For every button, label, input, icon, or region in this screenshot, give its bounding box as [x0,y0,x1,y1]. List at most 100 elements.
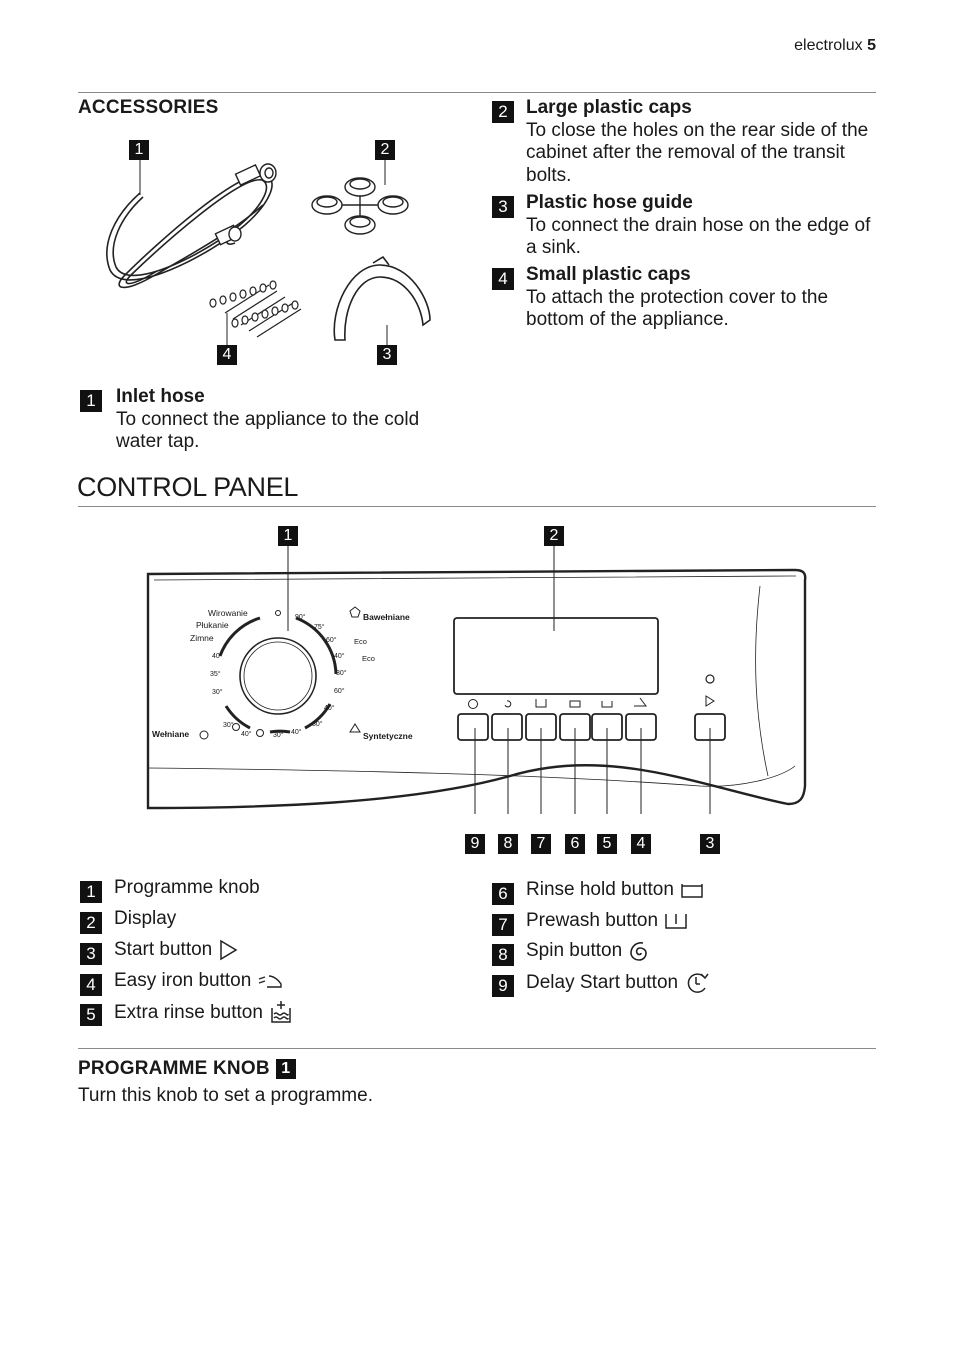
dial-label-welniane: Wełniane [152,729,190,739]
item-title: Inlet hose [116,386,205,407]
control-panel-figure: Wirowanie Płukanie Zimne 90° 75° 60° Eco… [140,546,815,814]
dial-label-40c: 40° [324,705,335,712]
legend-number-badge: 4 [80,974,102,996]
figure-callout-2: 2 [375,140,395,160]
programme-knob-heading-text: PROGRAMME KNOB [78,1058,270,1079]
rinse-hold-icon [681,884,703,898]
legend-item-easy-iron-button: 4 Easy iron button [80,970,283,996]
control-panel-illustration [146,546,807,814]
easy-iron-icon [259,975,283,988]
accessories-figure: 1 2 4 3 [95,135,450,370]
dial-label-eco-1: Eco [354,637,367,646]
item-number-badge: 1 [80,390,102,412]
panel-callout-5: 5 [597,834,617,854]
dial-label-40i: 40° [212,653,223,660]
dial-label-90: 90° [295,614,306,621]
dial-label-30f: 30° [273,732,284,739]
dial-label-75: 75° [314,624,325,631]
item-description: To close the holes on the rear side of t… [526,119,869,186]
page-number: 5 [867,37,876,54]
legend-label: Extra rinse button [114,1002,263,1023]
item-title: Plastic hose guide [526,192,693,213]
legend-number-badge: 7 [492,914,514,936]
dial-label-syntetyczne: Syntetyczne [363,731,413,741]
legend-item-extra-rinse-button: 5 Extra rinse button [80,1000,293,1026]
panel-callout-1: 1 [278,526,298,546]
programme-knob-badge: 1 [275,1059,296,1079]
accessory-item-small-caps: 4 Small plastic caps To attach the prote… [492,264,876,332]
dial-label-bawelniane: Bawełniane [363,612,410,622]
divider [78,506,876,507]
item-title: Small plastic caps [526,264,691,285]
dial-label-35: 35° [210,671,221,678]
programme-knob-heading: PROGRAMME KNOB 1 [78,1058,296,1080]
divider [78,92,876,93]
panel-callout-7: 7 [531,834,551,854]
dial-label-60-eco: 60° [326,637,337,644]
extra-rinse-icon [271,1001,291,1023]
figure-callout-3: 3 [377,345,397,365]
panel-callout-4: 4 [631,834,651,854]
panel-callout-8: 8 [498,834,518,854]
legend-label: Rinse hold button [526,879,674,900]
dial-labels: Wirowanie Płukanie Zimne 90° 75° 60° Eco… [140,546,815,814]
page-header: electrolux 5 [794,37,876,55]
legend-item-display: 2 Display [80,908,177,934]
dial-label-30d: 30° [312,721,323,728]
dial-label-plukanie: Płukanie [196,620,229,630]
legend-number-badge: 5 [80,1004,102,1026]
spin-icon [630,942,647,961]
dial-label-60b: 60° [334,688,345,695]
panel-callout-2: 2 [544,526,564,546]
legend-label: Programme knob [114,877,260,898]
legend-label: Display [114,908,177,929]
dial-label-30j: 30° [212,689,223,696]
prewash-icon [665,914,687,929]
panel-callout-9: 9 [465,834,485,854]
item-number-badge: 3 [492,196,514,218]
dial-label-wirowanie: Wirowanie [208,608,248,618]
legend-item-delay-start-button: 9 Delay Start button [492,971,710,997]
legend-item-programme-knob: 1 Programme knob [80,877,260,903]
item-description: To connect the appliance to the cold wat… [116,408,420,453]
figure-callout-4: 4 [217,345,237,365]
legend-number-badge: 1 [80,881,102,903]
start-icon [220,939,238,961]
control-panel-heading: CONTROL PANEL [77,472,299,502]
dial-label-40e: 40° [291,729,302,736]
legend-number-badge: 6 [492,883,514,905]
item-title: Large plastic caps [526,97,692,118]
legend-label: Start button [114,939,213,960]
legend-number-badge: 9 [492,975,514,997]
figure-callout-1: 1 [129,140,149,160]
accessory-item-hose-guide: 3 Plastic hose guide To connect the drai… [492,192,876,260]
item-description: To attach the protection cover to the bo… [526,286,829,331]
legend-item-prewash-button: 7 Prewash button [492,910,688,936]
delay-start-icon [687,973,709,993]
panel-callout-3: 3 [700,834,720,854]
item-description: To connect the drain hose on the edge of… [526,214,871,259]
legend-item-start-button: 3 Start button [80,939,238,965]
programme-knob-description: Turn this knob to set a programme. [78,1085,373,1106]
dial-label-eco-2: Eco [362,654,375,663]
accessory-item-inlet-hose: 1 Inlet hose To connect the appliance to… [80,386,440,454]
legend-label: Easy iron button [114,970,252,991]
item-number-badge: 4 [492,268,514,290]
legend-number-badge: 2 [80,912,102,934]
dial-label-zimne: Zimne [190,633,214,643]
legend-number-badge: 8 [492,944,514,966]
accessories-illustration [106,155,431,345]
divider [78,1048,876,1049]
legend-number-badge: 3 [80,943,102,965]
legend-item-rinse-hold-button: 6 Rinse hold button [492,879,704,905]
dial-label-30a: 30° [336,670,347,677]
legend-label: Delay Start button [526,972,679,993]
dial-label-30h: 30° [223,722,234,729]
legend-item-spin-button: 8 Spin button [492,940,650,966]
legend-label: Spin button [526,940,623,961]
brand-name: electrolux [794,37,863,54]
legend-label: Prewash button [526,910,659,931]
accessory-item-large-caps: 2 Large plastic caps To close the holes … [492,97,876,187]
dial-label-40g: 40° [241,731,252,738]
accessories-heading: ACCESSORIES [78,97,219,118]
